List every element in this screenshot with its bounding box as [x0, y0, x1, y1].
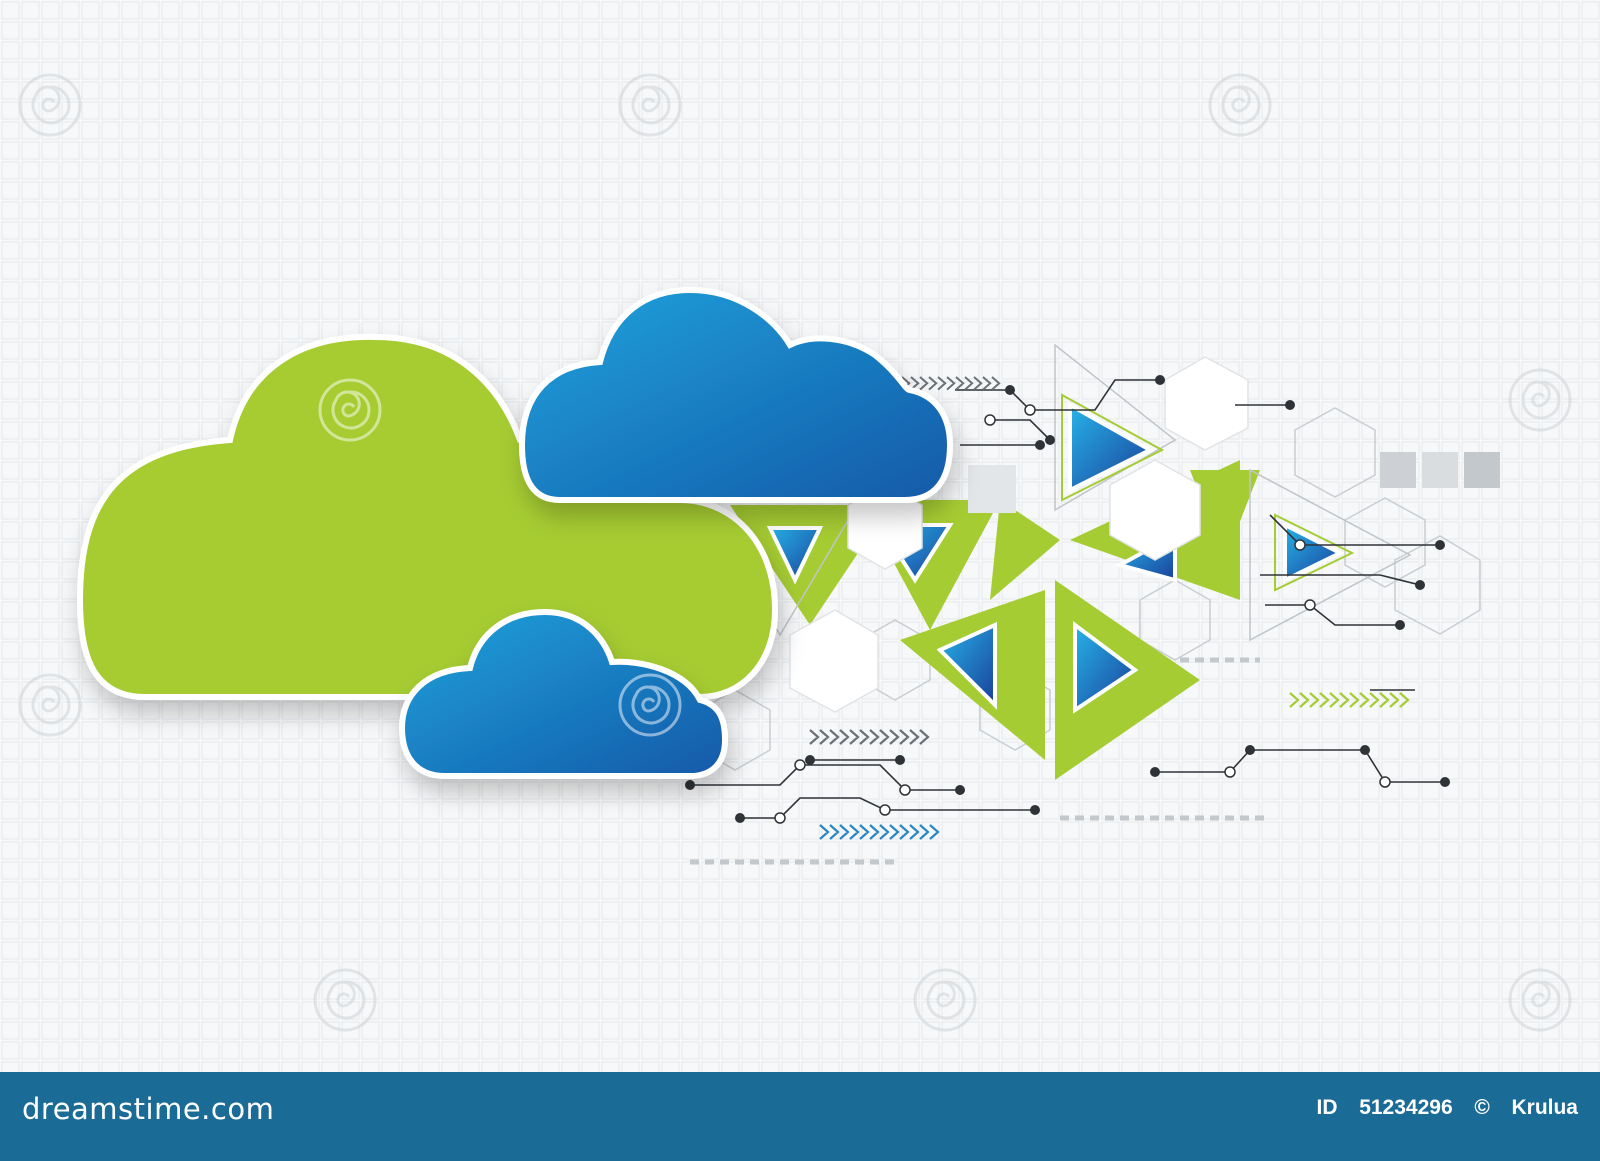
circuit-nodes: [685, 375, 1450, 823]
grey-squares: [968, 452, 1500, 513]
blue-triangles: [766, 401, 1345, 714]
dash-rows: [690, 657, 1265, 865]
white-hexagons: [789, 356, 1249, 713]
image-id: 51234296: [1359, 1096, 1453, 1119]
image-credit: ID 51234296 © Krulua: [1317, 1096, 1579, 1120]
blue-cloud-large: [518, 286, 954, 503]
watermark-logo: [318, 378, 682, 737]
green-cloud: [76, 333, 779, 700]
copyright-icon: ©: [1474, 1096, 1490, 1119]
id-label: ID: [1316, 1096, 1338, 1119]
author-name: Krulua: [1511, 1096, 1578, 1119]
site-name: dreamstime.com: [22, 1092, 275, 1126]
illustration: [0, 0, 1600, 1072]
footer-bar: dreamstime.com ID 51234296 © Krulua: [0, 1072, 1600, 1161]
circuit-lines: [690, 379, 1445, 819]
